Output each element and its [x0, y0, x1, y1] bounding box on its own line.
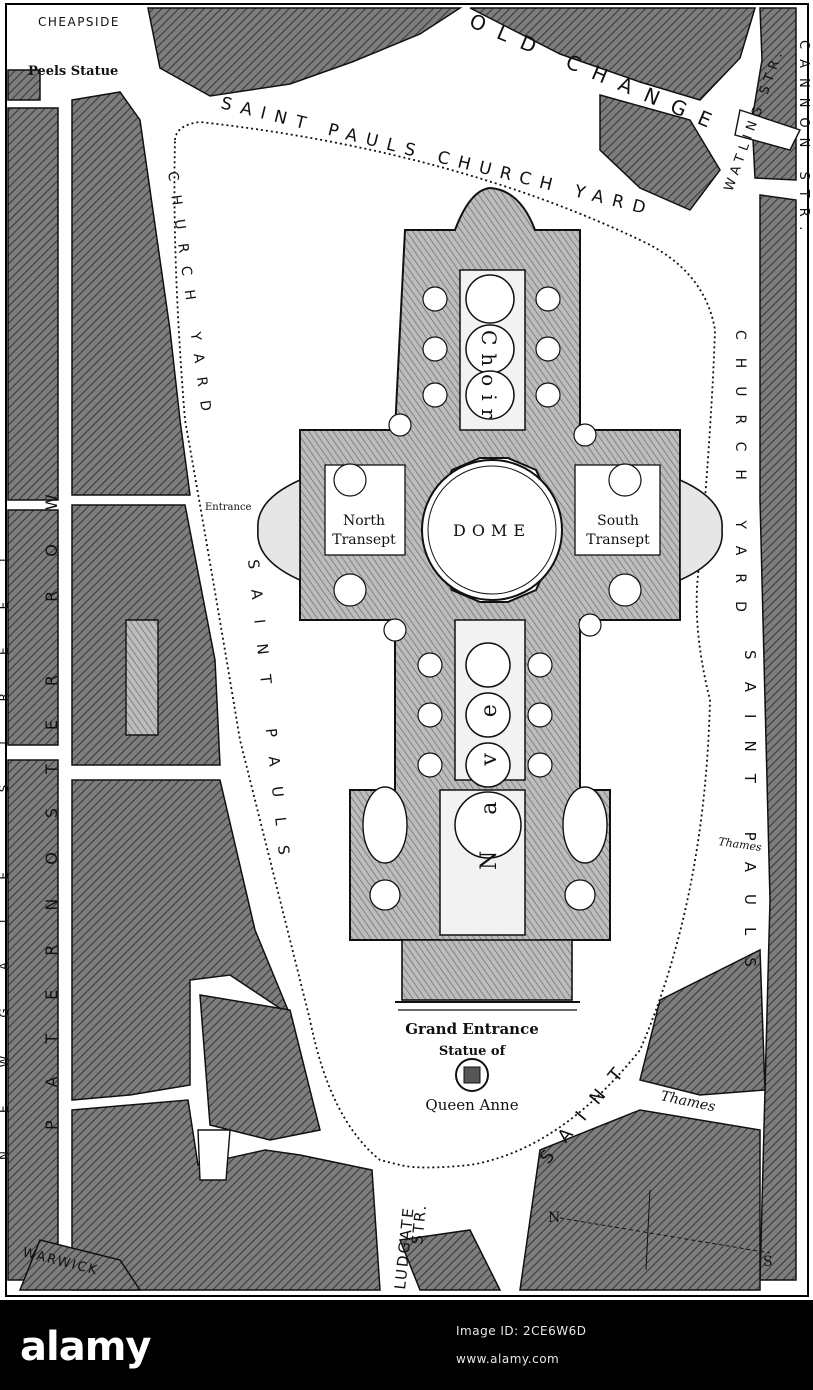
north-transept-label-2: Transept — [332, 532, 396, 548]
ludgate-str-label: STR. — [408, 1202, 430, 1245]
south-transept-label-1: South — [597, 513, 639, 529]
alamy-logo: alamy — [20, 1324, 151, 1370]
cannon-str-label: CANNON STR. — [796, 40, 811, 240]
entrance-label: Entrance — [205, 502, 252, 513]
roads — [125, 109, 801, 1181]
compass-south-label: S — [763, 1254, 773, 1270]
queen-anne-statue — [455, 1058, 489, 1092]
image-id-text: Image ID: 2CE6W6D — [456, 1324, 587, 1338]
churchyard-east-label: CHURCH YARD — [732, 330, 748, 630]
south-transept-label-2: Transept — [586, 532, 650, 548]
cheapside-label: CHEAPSIDE — [38, 15, 120, 29]
dome-label: DOME — [453, 521, 531, 540]
choir-label: Choir — [477, 330, 501, 426]
statue-of-label: Statue of — [439, 1044, 507, 1059]
building-labels: DOME North Transept South Transept Choir… — [332, 330, 650, 1114]
cathedral-plan — [257, 186, 723, 1011]
st-pauls-map: N S CHEAPSIDE Peels Statue OLD CHANGE WA… — [0, 3, 811, 1297]
compass-north-label: N — [548, 1210, 560, 1226]
north-transept-label-1: North — [343, 513, 385, 529]
newgate-street-label: NEWGATE STREET — [0, 518, 11, 1160]
paternoster-row-label: PATERNOSTER ROW — [42, 460, 61, 1130]
queen-anne-label: Queen Anne — [425, 1096, 518, 1114]
site-url-text: www.alamy.com — [456, 1352, 560, 1366]
compass-rose: N S — [548, 1189, 773, 1271]
grand-entrance-label: Grand Entrance — [405, 1020, 539, 1038]
watermark-banner: alamy Image ID: 2CE6W6D www.alamy.com — [0, 1300, 813, 1390]
peels-statue-label: Peels Statue — [28, 64, 118, 79]
saint-pauls-east-label: SAINT PAULS — [741, 650, 759, 989]
thames-label-1: Thames — [718, 835, 763, 854]
nave-label: Nave — [477, 668, 502, 870]
